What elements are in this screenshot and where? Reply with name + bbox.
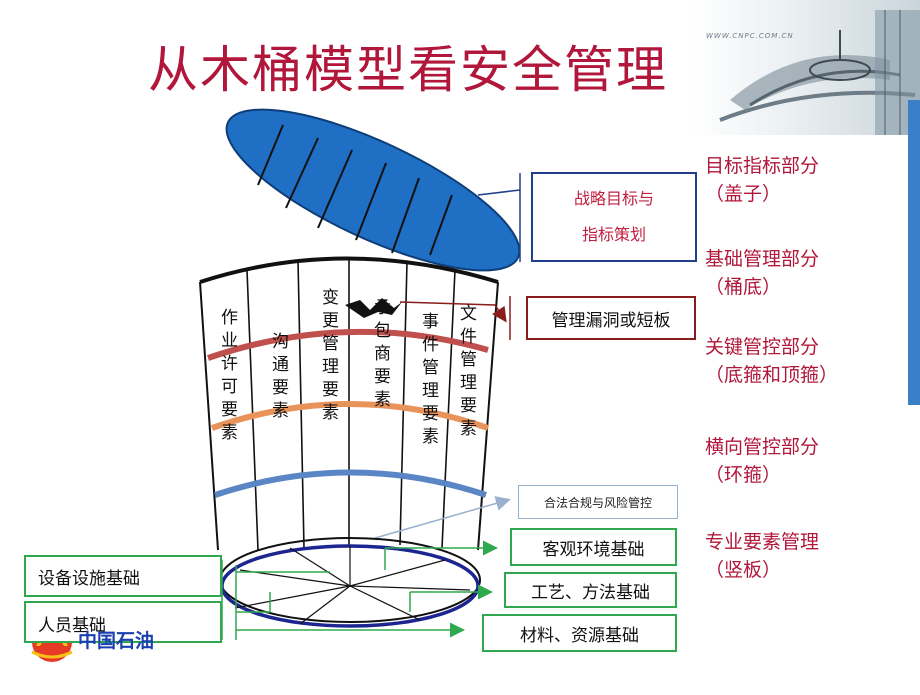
legend-base-line1: 基础管理部分: [705, 248, 820, 270]
base-box-materials: 材料、资源基础: [482, 614, 677, 652]
stave-label-2: 沟通要素: [268, 332, 288, 424]
logo-text: 中国石油: [78, 630, 155, 652]
lid-label-box: 战略目标与 指标策划: [531, 172, 697, 262]
stave-label-1: 作业许可要素: [217, 308, 237, 446]
side-accent-bar: [908, 100, 920, 405]
legend-key-control: 关键管控部分 （底箍和顶箍）: [705, 333, 915, 389]
lid-label-line2: 指标策划: [581, 225, 646, 244]
loophole-arrow: [399, 301, 507, 323]
hoop-top: [207, 328, 489, 361]
legend-base-line2: （桶底）: [705, 276, 782, 298]
base-box-equipment: 设备设施基础: [24, 555, 222, 597]
lid-label-line1: 战略目标与: [573, 189, 654, 208]
header-url: WWW.CNPC.COM.CN: [706, 32, 794, 40]
slide-title: 从木桶模型看安全管理: [148, 41, 668, 99]
legend-base: 基础管理部分 （桶底）: [705, 245, 915, 301]
barrel-bottom: [219, 537, 481, 628]
stave-label-4: 承包商要素: [370, 298, 390, 413]
base-box-personnel: 人员基础: [24, 601, 222, 643]
legend-horizontal: 横向管控部分 （环箍）: [705, 433, 915, 489]
legend-target: 目标指标部分 （盖子）: [705, 152, 915, 208]
legend-horizontal-line1: 横向管控部分: [705, 436, 820, 458]
legend-staves-line1: 专业要素管理: [705, 531, 820, 553]
loophole-box: 管理漏洞或短板: [526, 296, 696, 340]
stave-label-3: 变更管理要素: [318, 288, 338, 426]
compliance-box: 合法合规与风险管控: [518, 485, 678, 519]
gap-mark: [345, 298, 402, 318]
legend-staves: 专业要素管理 （竖板）: [705, 528, 915, 584]
barrel-staves: [199, 256, 499, 551]
base-arrows: [221, 540, 498, 640]
hoop-middle: [211, 401, 489, 431]
stave-label-5: 事件管理要素: [418, 312, 438, 450]
legend-target-line2: （盖子）: [705, 183, 782, 205]
legend-target-line1: 目标指标部分: [705, 155, 820, 177]
legend-key-control-line2: （底箍和顶箍）: [705, 364, 839, 386]
legend-staves-line2: （竖板）: [705, 559, 782, 581]
stave-label-6: 文件管理要素: [456, 304, 476, 442]
lid-connector-line: [477, 189, 521, 196]
barrel-lid: [225, 108, 521, 272]
base-box-process: 工艺、方法基础: [504, 572, 677, 608]
base-box-environment: 客观环境基础: [510, 528, 677, 566]
hoop-bottom: [214, 469, 487, 498]
compliance-arrow: [374, 496, 511, 539]
legend-horizontal-line2: （环箍）: [705, 464, 782, 486]
legend-key-control-line1: 关键管控部分: [705, 336, 820, 358]
